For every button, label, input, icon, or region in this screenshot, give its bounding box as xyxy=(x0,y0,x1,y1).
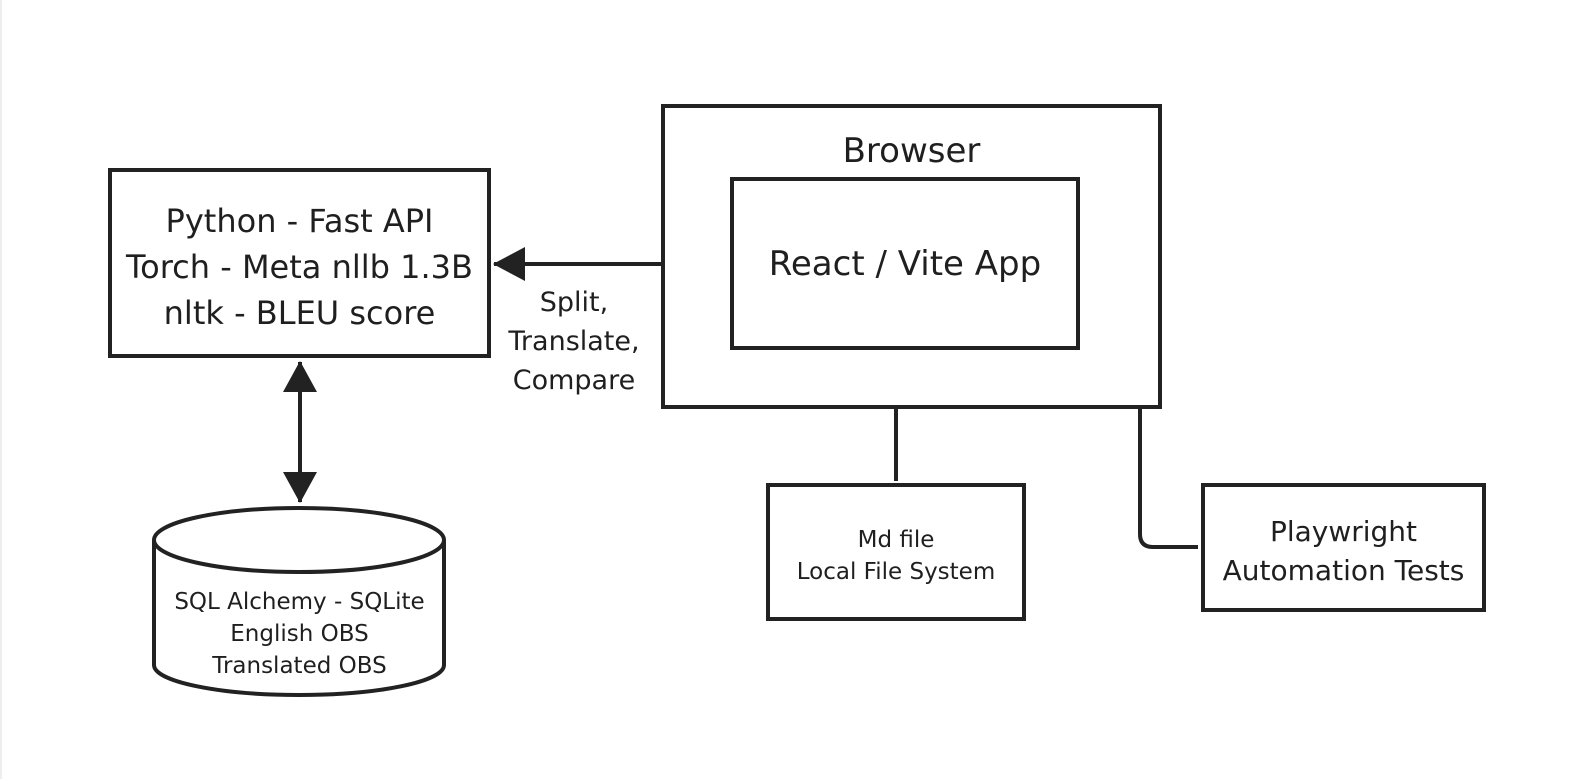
react-app-box: React / Vite App xyxy=(730,177,1080,350)
md-file-box: Md file Local File System xyxy=(766,483,1026,621)
page-left-border xyxy=(0,0,2,779)
nltk-line: nltk - BLEU score xyxy=(163,294,436,332)
browser-title: Browser xyxy=(842,131,981,171)
md-file-label: Md file Local File System xyxy=(770,524,1022,588)
local-file-system-line: Local File System xyxy=(796,559,996,585)
translated-obs-line: Translated OBS xyxy=(212,653,387,679)
python-react-arrow-left-icon xyxy=(493,247,525,281)
translate-label: Translate, xyxy=(508,326,640,357)
split-label: Split, xyxy=(539,287,609,318)
md-file-line: Md file xyxy=(857,527,935,553)
react-app-label: React / Vite App xyxy=(768,244,1042,284)
automation-tests-line: Automation Tests xyxy=(1222,554,1465,587)
python-backend-label: Python - Fast API Torch - Meta nllb 1.3B… xyxy=(112,198,487,336)
sqlalchemy-line: SQL Alchemy - SQLite xyxy=(174,589,425,615)
python-line: Python - Fast API xyxy=(165,202,434,240)
playwright-label: Playwright Automation Tests xyxy=(1205,512,1482,590)
python-backend-box: Python - Fast API Torch - Meta nllb 1.3B… xyxy=(108,168,491,358)
database-cylinder xyxy=(152,506,446,697)
database-label: SQL Alchemy - SQLite English OBS Transla… xyxy=(152,586,447,682)
torch-line: Torch - Meta nllb 1.3B xyxy=(126,248,473,286)
python-react-edge-label: Split, Translate, Compare xyxy=(486,283,662,400)
python-database-arrow-up-icon xyxy=(283,361,317,392)
english-obs-line: English OBS xyxy=(230,621,369,647)
compare-label: Compare xyxy=(512,365,636,396)
playwright-line: Playwright xyxy=(1269,515,1418,548)
python-database-arrow-down-icon xyxy=(283,472,317,503)
playwright-box: Playwright Automation Tests xyxy=(1201,483,1486,612)
